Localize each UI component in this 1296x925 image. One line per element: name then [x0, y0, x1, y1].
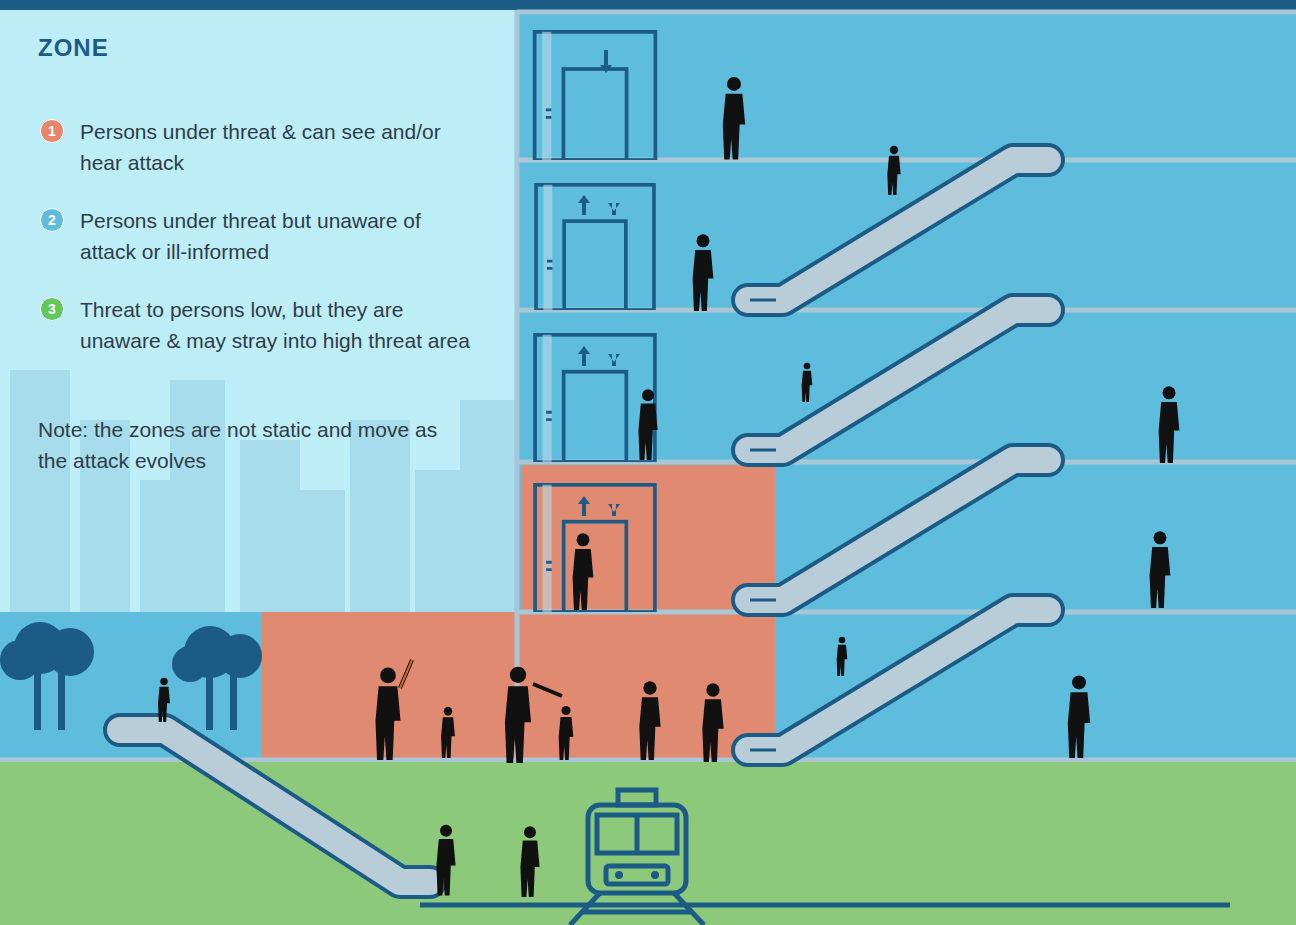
callout-number: 3 — [40, 297, 64, 321]
callout-number: 2 — [40, 208, 64, 232]
legend-text: Threat to persons low, but they are unaw… — [80, 294, 470, 356]
callout-number: 1 — [40, 119, 64, 143]
legend-text: Persons under threat but unaware of atta… — [80, 205, 470, 267]
heading: ZONE — [38, 34, 109, 62]
note-text: Note: the zones are not static and move … — [38, 414, 438, 476]
legend-text: Persons under threat & can see and/or he… — [80, 116, 470, 178]
